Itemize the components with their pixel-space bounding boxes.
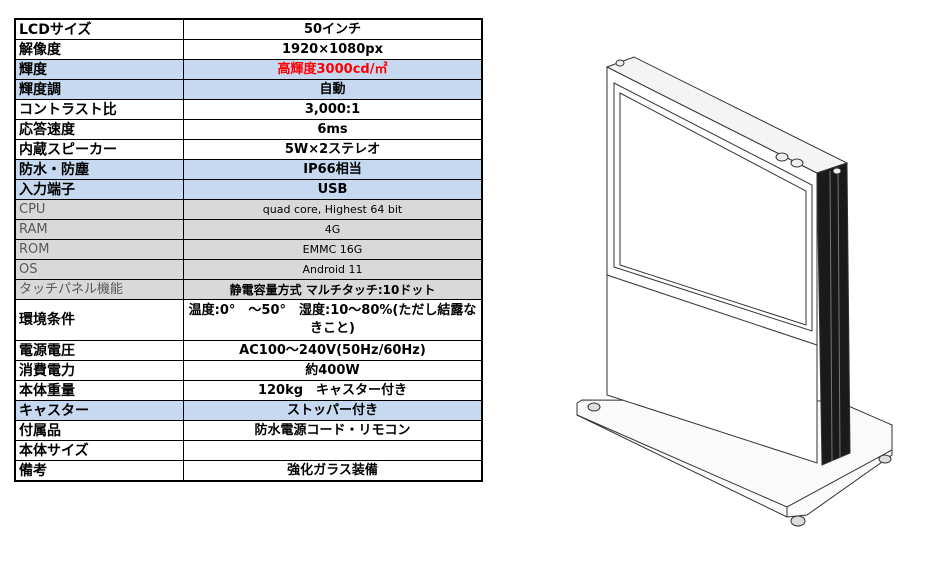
spec-value: USB [183, 179, 483, 200]
spec-row: キャスターストッパー付き [14, 400, 483, 421]
spec-label: LCDサイズ [14, 18, 184, 40]
spec-label: 電源電圧 [14, 340, 184, 361]
spec-label: 本体サイズ [14, 440, 184, 461]
spec-label: キャスター [14, 400, 184, 421]
spec-value: 3,000:1 [183, 99, 483, 120]
spec-label: 備考 [14, 460, 184, 482]
spec-row: 備考強化ガラス装備 [14, 460, 483, 482]
spec-label: 応答速度 [14, 119, 184, 140]
spec-row: 輝度高輝度3000cd/㎡ [14, 59, 483, 80]
spec-label: 付属品 [14, 420, 184, 441]
spec-label: 解像度 [14, 39, 184, 60]
spec-label: ROM [14, 239, 184, 260]
product-illustration [576, 56, 893, 527]
spec-value: AC100～240V(50Hz/60Hz) [183, 340, 483, 361]
cabinet-side [816, 162, 851, 466]
spec-value: 1920×1080px [183, 39, 483, 60]
spec-value: 120kg キャスター付き [183, 380, 483, 401]
caster-wheel [878, 454, 892, 464]
spec-value: 4G [183, 219, 483, 240]
caster-wheel [587, 402, 601, 412]
spec-value: 防水電源コード・リモコン [183, 420, 483, 441]
spec-label: RAM [14, 219, 184, 240]
spec-label: OS [14, 259, 184, 280]
spec-label: 消費電力 [14, 360, 184, 381]
spec-row: 環境条件温度:0° ～50° 湿度:10～80%(ただし結露なきこと) [14, 299, 483, 341]
spec-value: EMMC 16G [183, 239, 483, 260]
spec-value: 5W×2ステレオ [183, 139, 483, 160]
spec-value: IP66相当 [183, 159, 483, 180]
caster-wheel [790, 515, 806, 527]
spec-row: 付属品防水電源コード・リモコン [14, 420, 483, 441]
spec-value: 高輝度3000cd/㎡ [183, 59, 483, 80]
spec-label: CPU [14, 199, 184, 220]
spec-label: 本体重量 [14, 380, 184, 401]
spec-label: 環境条件 [14, 299, 184, 341]
spec-label: タッチパネル機能 [14, 279, 184, 300]
spec-value: 温度:0° ～50° 湿度:10～80%(ただし結露なきこと) [183, 299, 483, 341]
spec-value: 6ms [183, 119, 483, 140]
spec-value: quad core, Highest 64 bit [183, 199, 483, 220]
spec-value: Android 11 [183, 259, 483, 280]
spec-row: タッチパネル機能静電容量方式 マルチタッチ:10ドット [14, 279, 483, 300]
spec-label: 輝度 [14, 59, 184, 80]
spec-value: 約400W [183, 360, 483, 381]
spec-label: 内蔵スピーカー [14, 139, 184, 160]
spec-row: 本体サイズ [14, 440, 483, 461]
spec-row: 輝度調自動 [14, 79, 483, 100]
spec-row: 消費電力約400W [14, 360, 483, 381]
spec-value: ストッパー付き [183, 400, 483, 421]
spec-value: 50インチ [183, 18, 483, 40]
spec-label: コントラスト比 [14, 99, 184, 120]
spec-label: 入力端子 [14, 179, 184, 200]
spec-value: 自動 [183, 79, 483, 100]
spec-value [183, 440, 483, 461]
spec-value: 静電容量方式 マルチタッチ:10ドット [183, 279, 483, 300]
spec-value: 強化ガラス装備 [183, 460, 483, 482]
spec-label: 防水・防塵 [14, 159, 184, 180]
screen-panel [613, 82, 813, 332]
spec-label: 輝度調 [14, 79, 184, 100]
